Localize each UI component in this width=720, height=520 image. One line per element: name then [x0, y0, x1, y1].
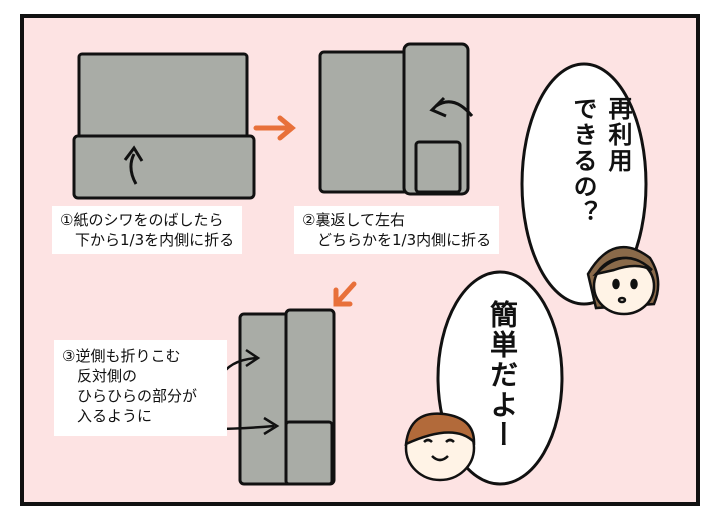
step1-line1: ①紙のシワをのばしたら: [60, 211, 224, 229]
comic-panel: ①紙のシワをのばしたら 下から1/3を内側に折る ②裏返して左右 どちらかを1/…: [20, 14, 700, 506]
answer-text: 簡単だよー: [486, 300, 519, 450]
step3-line3: ひらひらの部分が: [62, 387, 198, 405]
step2-caption: ②裏返して左右 どちらかを1/3内側に折る: [294, 206, 500, 254]
question-text: 再利用できるの？: [566, 96, 636, 226]
step1-line2: 下から1/3を内側に折る: [60, 231, 235, 249]
step1-caption: ①紙のシワをのばしたら 下から1/3を内側に折る: [52, 206, 243, 254]
boy-character: [404, 412, 476, 482]
fold-up-arrow-icon: [129, 153, 138, 185]
step3-line1: ③逆側も折りこむ: [62, 347, 181, 365]
next-arrow-icon: [253, 115, 357, 307]
step2-line2: どちらかを1/3内側に折る: [302, 231, 492, 249]
step3-line2: 反対側の: [62, 367, 138, 385]
illustration: [72, 42, 660, 486]
question-bubble: [520, 62, 648, 306]
folded-paper-step3: [238, 308, 336, 486]
folded-paper-step1: [72, 52, 256, 200]
question-line1: 再利用: [604, 96, 632, 174]
folded-paper-step2: [318, 42, 470, 196]
question-line2: できるの？: [569, 96, 597, 226]
step2-line1: ②裏返して左右: [302, 211, 405, 229]
girl-character: [586, 245, 660, 316]
step3-caption: ③逆側も折りこむ 反対側の ひらひらの部分が 入るように: [54, 340, 228, 436]
step3-line4: 入るように: [62, 407, 153, 425]
